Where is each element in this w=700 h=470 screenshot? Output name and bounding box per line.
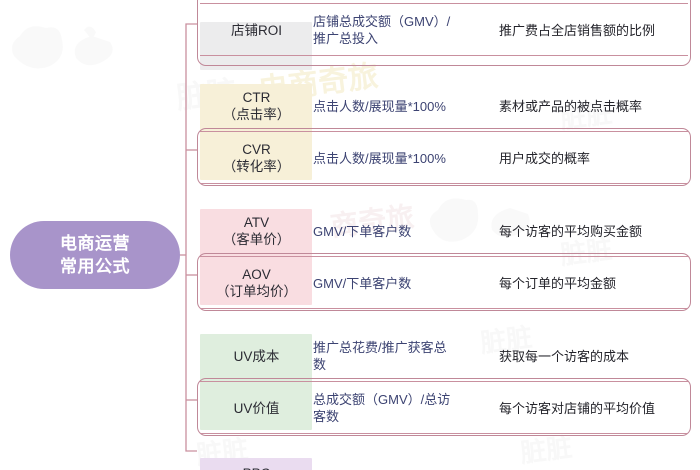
row-label: 店铺ROI — [230, 22, 282, 38]
row-divider — [200, 381, 688, 382]
table-row[interactable]: UV价值 总成交额（GMV）/总访 客数 每个访客对店铺的平均价值 — [200, 382, 688, 434]
branch-group-roi: 直投ROI 数 同期的投入产出比 店铺ROI 店铺总成交额（GMV）/ 推广总投… — [197, 0, 691, 74]
table-row[interactable]: 直投ROI 数 同期的投入产出比 — [200, 0, 688, 4]
row-formula — [313, 458, 499, 470]
row-description: 用户成交的概率 — [499, 150, 591, 166]
row-formula: 点击人数/展现量*100% — [313, 98, 446, 114]
branch-group-price: ATV （客单价） GMV/下单客户数 每个访客的平均购买金额 AOV （订单均… — [197, 209, 691, 311]
row-label: CTR （点击率） — [222, 90, 291, 122]
table-row[interactable]: PPC — [200, 458, 688, 470]
table-row[interactable]: 店铺ROI 店铺总成交额（GMV）/ 推广总投入 推广费占全店销售额的比例 — [200, 4, 688, 56]
row-divider — [200, 183, 688, 184]
row-label: CVR （转化率） — [222, 142, 291, 174]
row-description: 每个访客对店铺的平均价值 — [499, 400, 656, 416]
row-label: AOV （订单均价） — [216, 267, 297, 299]
table-row[interactable]: CVR （转化率） 点击人数/展现量*100% 用户成交的概率 — [200, 132, 688, 184]
row-formula: 总成交额（GMV）/总访 客数 — [313, 392, 451, 424]
root-node[interactable]: 电商运营 常用公式 — [10, 221, 180, 289]
root-node-line1: 电商运营 — [60, 234, 130, 253]
row-formula: 店铺总成交额（GMV）/ 推广总投入 — [313, 14, 451, 46]
row-divider — [200, 3, 688, 4]
row-divider — [200, 131, 688, 132]
row-formula: 点击人数/展现量*100% — [313, 150, 446, 166]
row-divider — [200, 55, 688, 56]
row-description: 每个订单的平均金额 — [499, 275, 617, 291]
table-row[interactable]: ATV （客单价） GMV/下单客户数 每个访客的平均购买金额 — [200, 205, 688, 257]
row-formula: GMV/下单客户数 — [313, 275, 412, 291]
root-node-line2: 常用公式 — [60, 257, 130, 276]
row-label: PPC — [200, 458, 313, 470]
branch-group-uv: UV成本 推广总花费/推广获客总 数 获取每一个访客的成本 UV价值 总成交额（… — [197, 334, 691, 436]
row-description: 获取每一个访客的成本 — [499, 348, 630, 364]
row-description: 推广费占全店销售额的比例 — [499, 22, 656, 38]
row-description: 每个访客的平均购买金额 — [499, 223, 643, 239]
branch-group-ppc: PPC — [197, 458, 691, 470]
row-label: UV成本 — [233, 348, 280, 364]
row-label: ATV （客单价） — [222, 215, 291, 247]
row-description — [499, 458, 688, 470]
row-formula: GMV/下单客户数 — [313, 223, 412, 239]
row-divider — [200, 256, 688, 257]
row-divider — [200, 433, 688, 434]
row-label: UV价值 — [233, 400, 280, 416]
table-row[interactable]: UV成本 推广总花费/推广获客总 数 获取每一个访客的成本 — [200, 330, 688, 382]
branch-group-rate: CTR （点击率） 点击人数/展现量*100% 素材或产品的被点击概率 CVR … — [197, 84, 691, 186]
table-row[interactable]: AOV （订单均价） GMV/下单客户数 每个订单的平均金额 — [200, 257, 688, 309]
row-formula: 推广总花费/推广获客总 数 — [313, 340, 447, 372]
table-row[interactable]: CTR （点击率） 点击人数/展现量*100% 素材或产品的被点击概率 — [200, 80, 688, 132]
row-divider — [200, 308, 688, 309]
row-description: 素材或产品的被点击概率 — [499, 98, 643, 114]
